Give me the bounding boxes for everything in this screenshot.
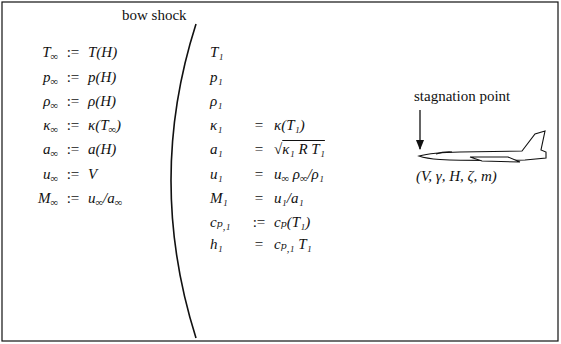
formula-label: ρ₁: [210, 91, 244, 111]
annotation-label: stagnation point: [414, 86, 510, 106]
formula-label: T∞ := T(H): [8, 42, 117, 64]
formula-label: u₁ = u∞ ρ∞/ρ₁: [210, 164, 324, 186]
formula-label: a₁ = √κ₁ R T₁: [210, 139, 325, 159]
formula-label: κ∞ := κ(T∞): [8, 115, 121, 137]
aircraft: [419, 131, 546, 162]
annotation-label: bow shock: [122, 5, 187, 25]
formula-label: M∞ := u∞/a∞: [8, 188, 122, 210]
formula-label: h₁ = cₚ,₁ T₁: [210, 234, 312, 256]
formula-label: p∞ := p(H): [8, 67, 116, 89]
formula-label: p₁: [210, 67, 244, 87]
formula-label: ρ∞ := ρ(H): [8, 91, 116, 113]
formula-label: u∞ := V: [8, 164, 97, 186]
frame: [2, 2, 558, 341]
formula-label: M₁ = u₁/a₁: [210, 188, 304, 208]
formula-label: a∞ := a(H): [8, 139, 116, 161]
formula-label: κ₁ = κ(T₁): [210, 115, 305, 135]
bow-shock-curve: [171, 24, 196, 338]
formula-label: cₚ,₁ := cₚ(T₁): [210, 212, 310, 234]
formula-label: T₁: [210, 42, 244, 62]
formula-label: (V, γ, H, ζ, m): [416, 166, 497, 186]
stagnation-arrow: [419, 110, 420, 149]
